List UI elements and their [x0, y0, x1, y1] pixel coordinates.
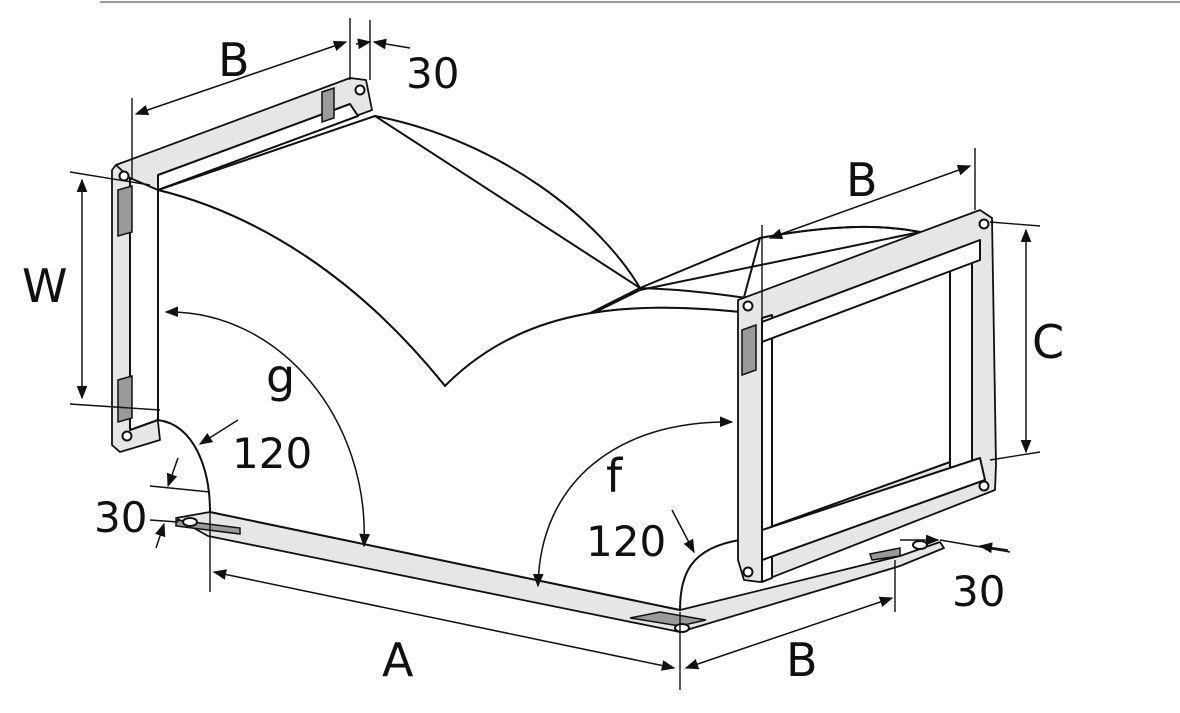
label-30-right: 30: [952, 567, 1005, 616]
label-a: A: [382, 633, 414, 687]
label-120-right: 120: [586, 517, 666, 566]
label-f: f: [606, 449, 624, 503]
dim-b-bottom-arrow: [684, 596, 894, 670]
label-b-right: B: [846, 153, 878, 207]
top-flange-hole-1: [118, 170, 130, 182]
angle-g-arc: [164, 306, 370, 548]
bottom-hole-center: [674, 623, 690, 633]
label-b-bottom: B: [786, 633, 818, 687]
right-flange-hole-2: [978, 218, 990, 230]
dim-b-top-arrow: [134, 40, 348, 116]
bottom-hole-right: [912, 540, 928, 550]
label-120-left: 120: [232, 429, 312, 478]
right-flange: [737, 209, 997, 583]
label-w: W: [22, 259, 67, 313]
bottom-hole-left: [182, 517, 198, 527]
label-b-top: B: [218, 33, 250, 87]
dim-a-arrow: [212, 569, 676, 671]
dimension-arrows: [76, 38, 1032, 671]
right-flange-hole-3: [978, 480, 990, 492]
dimension-labels: B 30 W g 120 30 B C f 120 30 A B: [22, 33, 1064, 687]
angle-f-arc: [532, 416, 734, 588]
label-30-top: 30: [406, 49, 459, 98]
top-flange-hole-3: [121, 430, 133, 442]
dim-b-right-arrow: [768, 165, 972, 239]
label-g: g: [266, 349, 295, 403]
top-flange: [111, 77, 373, 453]
label-c: C: [1032, 315, 1064, 369]
right-flange-hole-1: [742, 300, 754, 312]
top-flange-hole-2: [354, 84, 366, 96]
right-flange-hole-4: [742, 566, 754, 578]
label-30-left: 30: [94, 493, 147, 542]
